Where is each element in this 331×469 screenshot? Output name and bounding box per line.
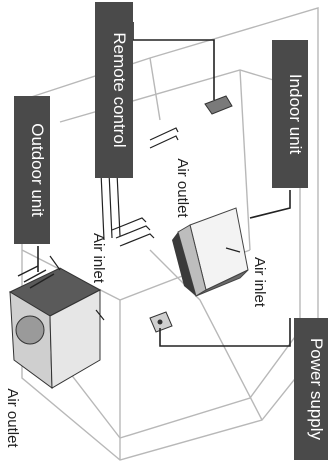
power-supply-outlet	[149, 311, 173, 333]
room-outline	[21, 7, 319, 461]
label-indoor-unit: Indoor unit	[272, 40, 308, 188]
label-air-outlet-indoor: Air outlet	[174, 158, 191, 218]
indoor-unit	[172, 207, 249, 297]
label-air-inlet-indoor: Air inlet	[251, 257, 268, 308]
remote-control-device	[204, 95, 233, 115]
label-outdoor-unit: Outdoor unit	[14, 96, 50, 244]
indoor-airflow-arrows	[49, 127, 241, 321]
label-outdoor-unit-text: Outdoor unit	[28, 123, 47, 217]
label-indoor-unit-text: Indoor unit	[286, 74, 305, 155]
label-remote-control-text: Remote control	[110, 32, 129, 147]
label-power-supply: Power supply	[294, 318, 328, 460]
label-remote-control: Remote control	[95, 2, 133, 178]
outdoor-unit	[8, 265, 102, 390]
label-air-outlet-outdoor: Air outlet	[4, 388, 21, 448]
label-power-supply-text: Power supply	[307, 338, 326, 441]
label-air-inlet-room: Air inlet	[90, 233, 107, 284]
